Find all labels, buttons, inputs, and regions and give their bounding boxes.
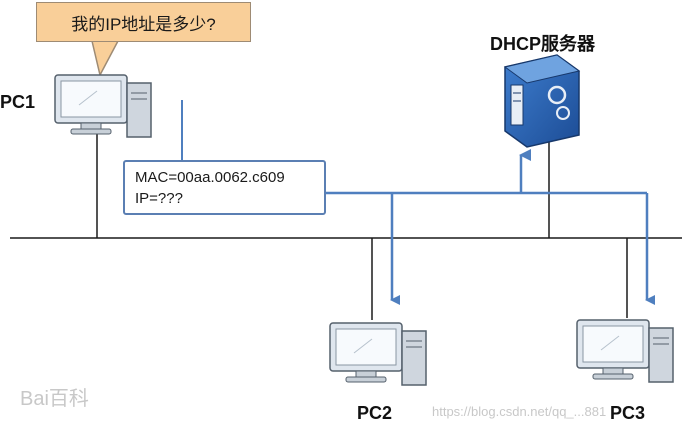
pc3-label: PC3 bbox=[610, 403, 646, 423]
pc2-computer-icon bbox=[329, 322, 427, 386]
packet-ip: IP=??? bbox=[135, 190, 183, 207]
question-text: 我的IP地址是多少? bbox=[71, 14, 216, 34]
pc3-computer-icon bbox=[576, 319, 674, 383]
dhcp-request-packet: MAC=00aa.0062.c609 IP=??? bbox=[123, 160, 326, 215]
baidu-watermark: Bai百科 bbox=[20, 388, 89, 410]
pc1-label: PC1 bbox=[0, 92, 36, 112]
pc1-computer-icon bbox=[54, 74, 152, 138]
server-label: DHCP服务器 bbox=[490, 34, 596, 54]
question-bubble: 我的IP地址是多少? bbox=[36, 2, 251, 42]
packet-mac: MAC=00aa.0062.c609 bbox=[135, 169, 285, 186]
dhcp-server-icon bbox=[503, 54, 581, 148]
pc2-label: PC2 bbox=[357, 403, 393, 423]
csdn-watermark: https://blog.csdn.net/qq_...881 bbox=[432, 404, 607, 419]
bubble-tail bbox=[91, 40, 120, 78]
